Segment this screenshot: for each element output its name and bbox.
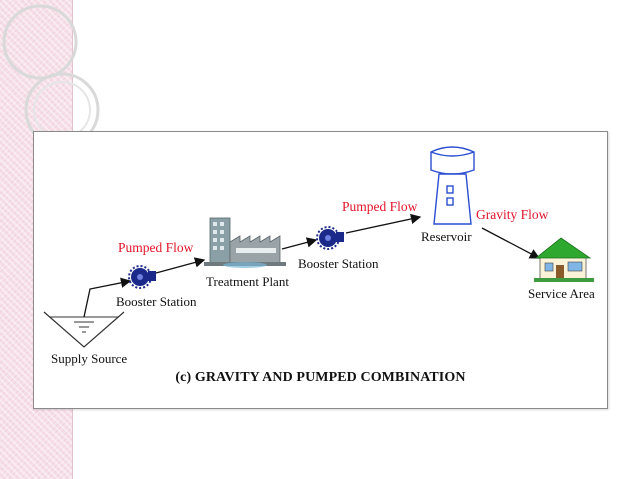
pumped-flow-1-label: Pumped Flow (118, 240, 194, 255)
pipe-supply-to-booster (83, 277, 132, 318)
diagram-panel: Supply Source Booster Station Treatment … (33, 131, 608, 409)
service-area-label: Service Area (528, 286, 595, 301)
pipe-booster-to-reservoir (345, 213, 422, 234)
booster-station-2-pump-icon (316, 226, 344, 250)
pipe-plant-to-booster (281, 237, 318, 250)
pumped-flow-2-label: Pumped Flow (342, 199, 418, 214)
booster-station-1-label: Booster Station (116, 294, 197, 309)
reservoir-label: Reservoir (421, 229, 472, 244)
gravity-flow-label: Gravity Flow (476, 207, 549, 222)
reservoir-icon (430, 146, 475, 225)
booster-station-1-pump-icon (128, 265, 156, 289)
treatment-plant-icon (204, 217, 286, 268)
booster-station-2-label: Booster Station (298, 256, 379, 271)
supply-source-icon (43, 311, 125, 348)
supply-source-label: Supply Source (51, 351, 128, 366)
treatment-plant-label: Treatment Plant (206, 274, 289, 289)
pipe-booster-to-plant (155, 257, 206, 274)
diagram-caption: (c) GRAVITY AND PUMPED COMBINATION (175, 370, 466, 385)
service-area-house-icon (534, 237, 594, 282)
flow-diagram (43, 146, 594, 348)
pipe-reservoir-to-service-area (481, 227, 541, 259)
